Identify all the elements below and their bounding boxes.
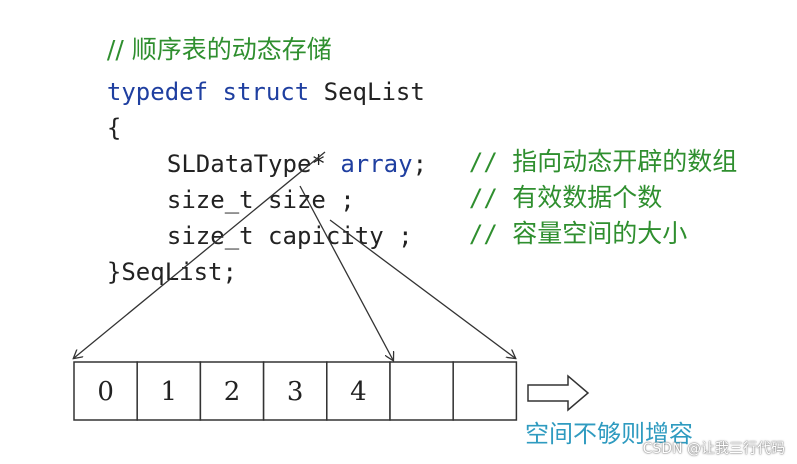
array-cell-value: 1 [161, 377, 178, 407]
array-pointer-arrow [74, 151, 326, 358]
array-cell-value: 3 [287, 377, 304, 407]
field-capacity-comment: // 容量空间的大小 [440, 192, 688, 249]
open-brace-text: { [106, 114, 122, 142]
typedef-line: typedef struct SeqList [78, 50, 425, 106]
expand-arrow-icon [527, 374, 590, 412]
array-cell [199, 361, 265, 421]
array-cell [326, 361, 391, 421]
array-cell-value: 0 [97, 377, 114, 407]
field-array-semicolon: ; [412, 150, 428, 178]
field-array-comment: // 指向动态开辟的数组 [440, 120, 738, 177]
field-size-comment-text: 有效数据个数 [512, 183, 663, 212]
expand-note: 空间不够则增容 [525, 420, 693, 448]
array-cell [262, 361, 328, 421]
field-size-comment-slash: // [468, 184, 498, 212]
field-size-comment: // 有效数据个数 [440, 156, 663, 213]
field-array-name: array [340, 150, 413, 178]
array-cells: 0 1 2 3 4 [73, 361, 518, 421]
close-line-text: }SeqList; [106, 258, 237, 286]
array-cell [73, 361, 138, 421]
array-cell [452, 361, 518, 421]
size-pointer-arrow [299, 185, 393, 360]
field-array-comment-text: 指向动态开辟的数组 [512, 147, 738, 176]
field-capacity-comment-slash: // [468, 220, 498, 248]
array-cell-value: 4 [350, 377, 367, 407]
field-array-comment-slash: // [468, 148, 498, 176]
array-cell [136, 361, 202, 421]
close-line: }SeqList; [78, 230, 237, 286]
field-capacity-comment-text: 容量空间的大小 [512, 219, 688, 248]
struct-name: SeqList [309, 78, 425, 106]
comment-header-text: // 顺序表的动态存储 [106, 35, 332, 64]
typedef-keyword: typedef struct [106, 78, 310, 106]
array-cell [389, 361, 454, 421]
comment-header: // 顺序表的动态存储 [78, 8, 332, 64]
capacity-pointer-arrow [329, 219, 515, 358]
array-cell-value: 2 [224, 377, 241, 407]
open-brace: { [78, 86, 121, 142]
watermark: CSDN @让我三行代码 [642, 441, 785, 457]
